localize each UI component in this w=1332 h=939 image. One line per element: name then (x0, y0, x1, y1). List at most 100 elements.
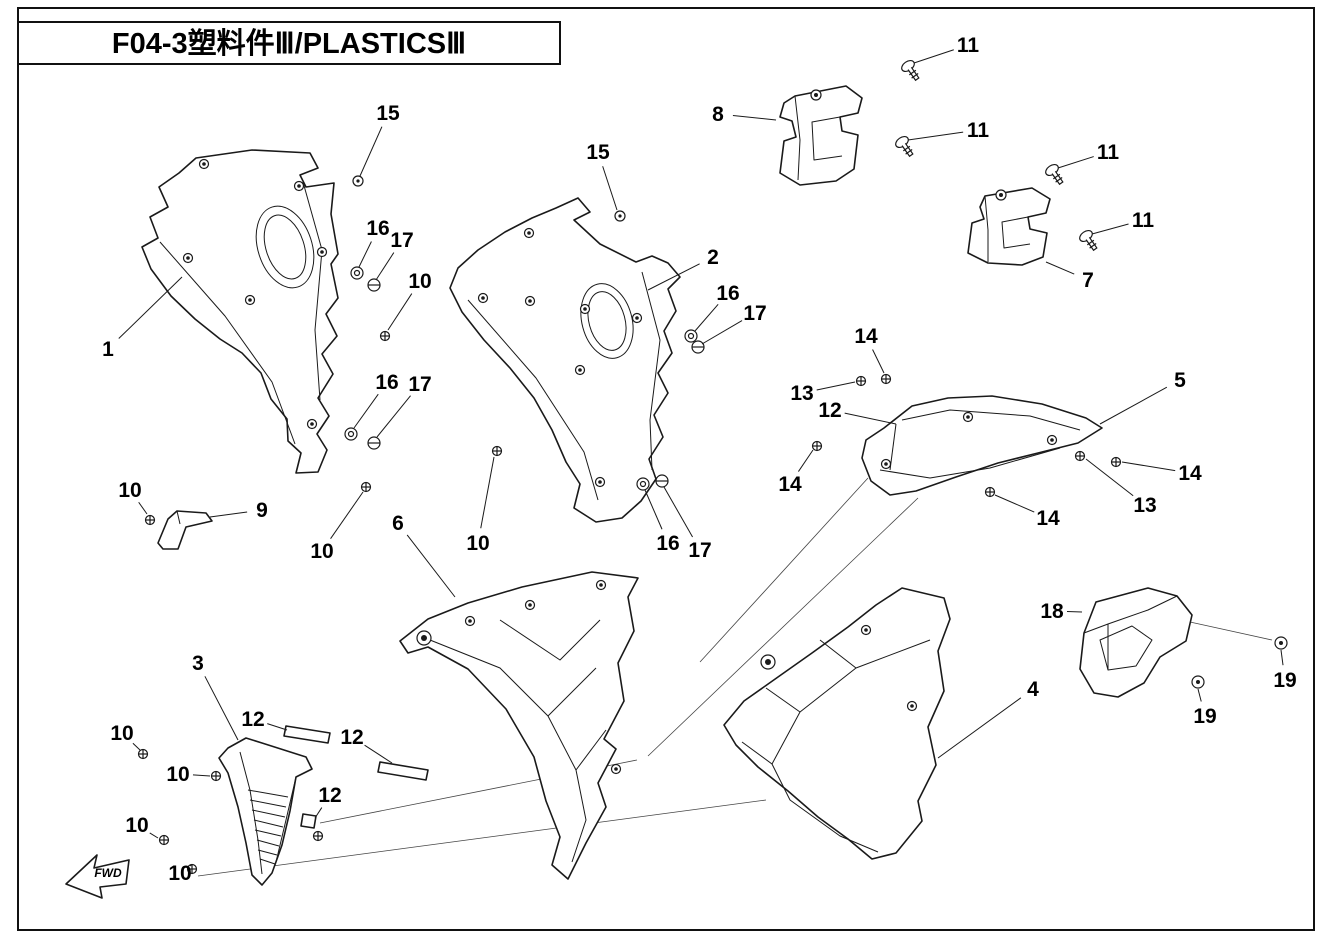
callout-label-11: 11 (1132, 209, 1155, 232)
part-8-drawing (779, 85, 863, 186)
callout-label-17: 17 (390, 229, 413, 252)
callout-label-14: 14 (778, 473, 802, 496)
small-screw-fastener-10 (144, 514, 156, 526)
leader-line-4 (937, 697, 1022, 759)
page-title: F04-3塑料件Ⅲ/PLASTICSⅢ (112, 27, 466, 60)
leader-line-10 (330, 491, 364, 539)
leader-line-14 (797, 449, 814, 472)
fwd-label: FWD (94, 866, 122, 880)
callout-label-17: 17 (408, 373, 431, 396)
nut-fastener-17 (367, 278, 381, 292)
small-screw-fastener-10 (137, 748, 149, 760)
callout-label-13: 13 (790, 382, 813, 405)
part-6-drawing (399, 571, 639, 880)
callout-label-13: 13 (1133, 494, 1156, 517)
callout-label-2: 2 (707, 246, 719, 269)
leader-line-17 (375, 252, 395, 281)
small-screw-fastener-10 (379, 330, 391, 342)
leader-line-17 (663, 486, 693, 538)
part-7-drawing (967, 187, 1051, 266)
leader-line-13 (1085, 458, 1134, 497)
leader-line-12 (844, 412, 897, 425)
leader-line-10 (149, 832, 159, 839)
title-box (17, 21, 561, 65)
page-border (17, 7, 1315, 931)
leader-line-19 (1280, 649, 1284, 666)
callout-label-14: 14 (1036, 507, 1060, 530)
leader-line-16 (644, 489, 663, 530)
small-screw-fastener-13 (855, 375, 867, 387)
callout-label-14: 14 (854, 325, 878, 348)
small-screw-fastener-13 (1074, 450, 1086, 462)
small-screw-fastener-10 (210, 770, 222, 782)
screw-fastener-11 (1045, 163, 1064, 186)
callout-label-11: 11 (967, 119, 990, 142)
leader-line-11 (907, 131, 964, 141)
callout-label-17: 17 (743, 302, 766, 325)
leader-line-14 (1121, 461, 1176, 472)
part-1-drawing (141, 149, 339, 474)
leader-line-15 (602, 166, 618, 211)
leader-line-17 (376, 395, 411, 438)
leader-line-7 (1045, 261, 1075, 275)
callout-label-1: 1 (102, 338, 114, 361)
clip-fastener-15 (614, 210, 626, 222)
callout-label-3: 3 (192, 652, 204, 675)
leader-line-13 (816, 381, 856, 391)
part-4-drawing (723, 587, 951, 860)
part-3-grille-slats (247, 789, 289, 865)
leader-line-10 (138, 501, 148, 515)
callout-label-16: 16 (716, 282, 739, 305)
grommet-fastener-19 (1274, 636, 1288, 650)
callout-label-10: 10 (168, 862, 191, 885)
callout-label-16: 16 (656, 532, 679, 555)
leader-line-2 (647, 263, 700, 291)
screw-fastener-11 (895, 135, 914, 158)
small-screw-fastener-14 (880, 373, 892, 385)
callout-label-16: 16 (375, 371, 398, 394)
callout-label-5: 5 (1174, 369, 1186, 392)
callout-label-10: 10 (466, 532, 489, 555)
part-2-opening (580, 283, 634, 359)
leader-line-14 (872, 349, 885, 374)
small-screw-fastener-14 (1110, 456, 1122, 468)
callout-label-14: 14 (1178, 462, 1202, 485)
leader-line-1 (118, 276, 183, 339)
callout-label-10: 10 (125, 814, 148, 837)
small-screw-fastener-12 (312, 830, 324, 842)
callout-label-9: 9 (256, 499, 268, 522)
bolt-fastener-16 (350, 266, 364, 280)
leader-line-16 (353, 393, 379, 429)
part-18-drawing (1079, 587, 1193, 698)
callout-label-18: 18 (1040, 600, 1064, 623)
nut-fastener-17 (691, 340, 705, 354)
leader-lines-layer (118, 49, 1284, 867)
callout-label-15: 15 (376, 102, 400, 125)
leader-line-3 (204, 676, 239, 741)
leader-line-16 (358, 241, 372, 268)
callout-label-12: 12 (818, 399, 841, 422)
leader-line-10 (132, 742, 141, 751)
part-1-opening (255, 205, 315, 289)
leader-line-12 (364, 744, 393, 764)
leader-line-12 (267, 723, 288, 731)
leader-line-14 (994, 494, 1035, 513)
leader-line-9 (209, 511, 248, 518)
bolt-fastener-16 (636, 477, 650, 491)
leader-line-10 (192, 774, 211, 777)
callout-label-12: 12 (318, 784, 341, 807)
part-5-drawing (861, 395, 1103, 496)
callout-label-8: 8 (712, 103, 724, 126)
bolt-fastener-16 (684, 329, 698, 343)
callout-label-10: 10 (118, 479, 141, 502)
callout-label-11: 11 (957, 34, 980, 57)
leader-line-6 (406, 534, 456, 598)
fasteners-layer (137, 59, 1288, 875)
leader-line-10 (387, 293, 413, 331)
callout-label-17: 17 (688, 539, 711, 562)
callout-label-12: 12 (340, 726, 363, 749)
screw-fastener-11 (1079, 229, 1098, 252)
part-3-drawing (218, 737, 313, 886)
